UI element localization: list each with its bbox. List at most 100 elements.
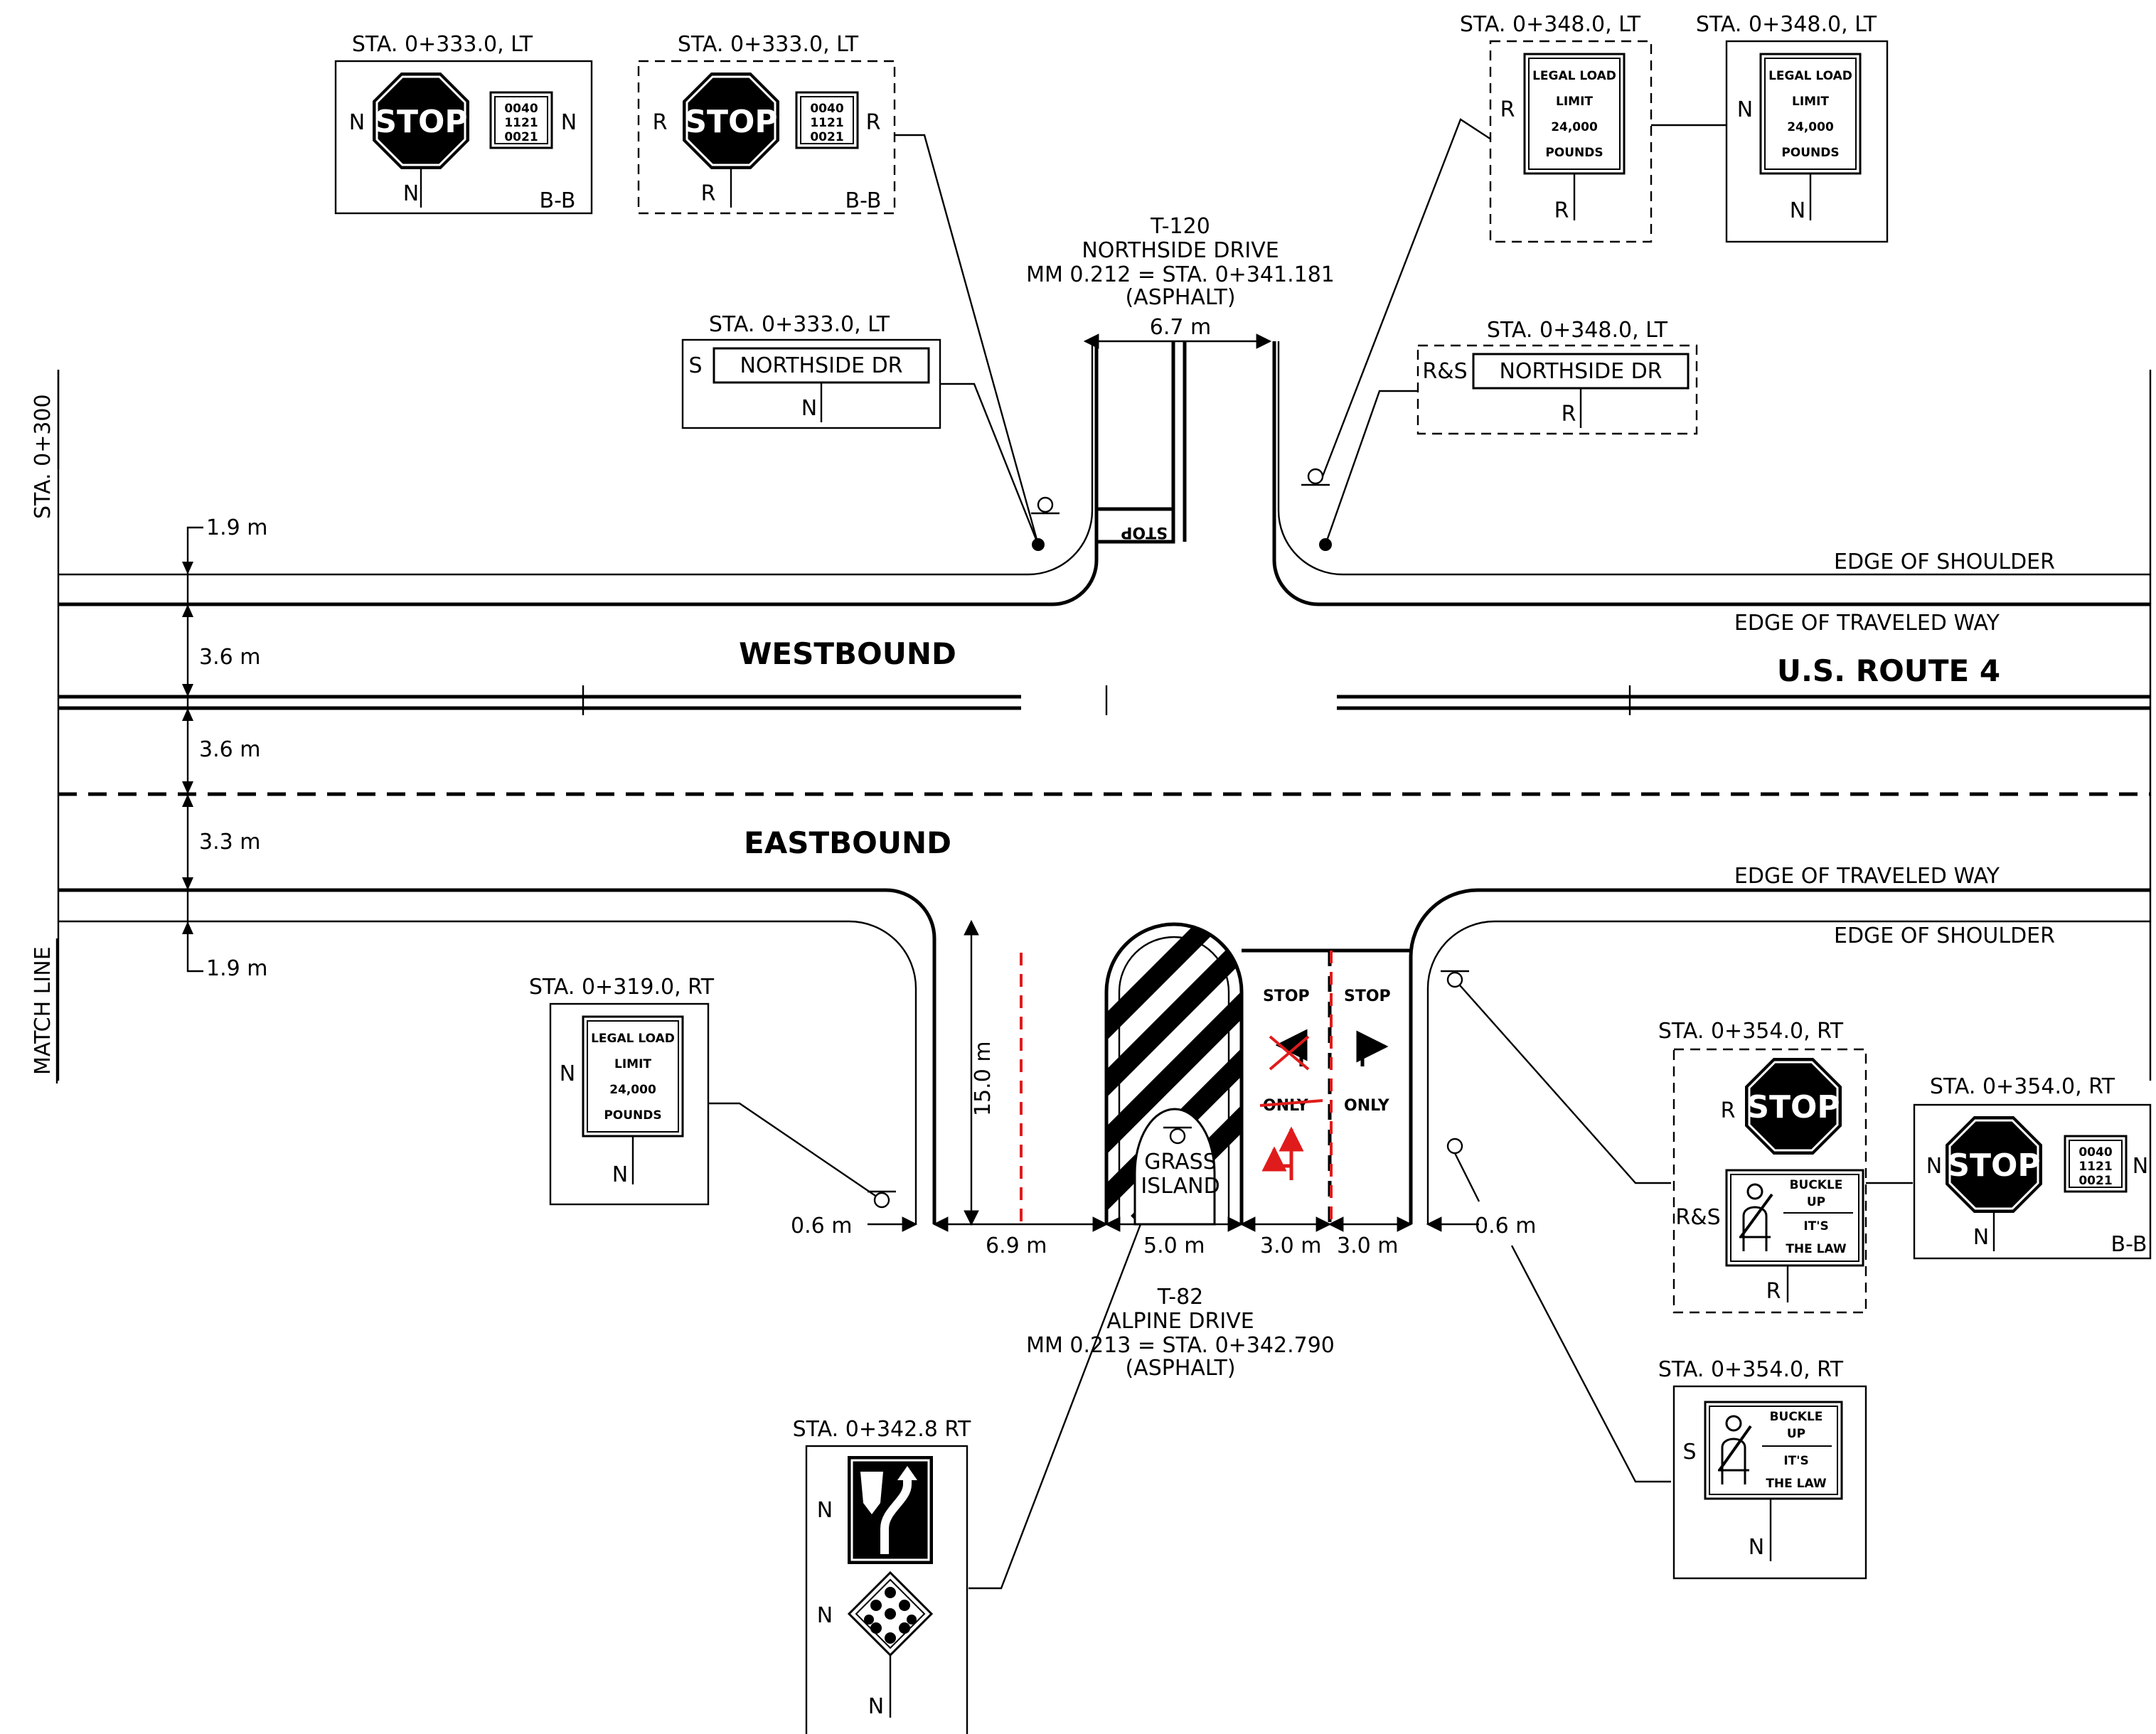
s1-plate-1: 0040 (504, 102, 538, 116)
s5-l3: 24,000 (1787, 120, 1834, 134)
sign-s10: STA. 0+354.0, RT STOP 0040 1121 0021 N N… (1913, 1074, 2152, 1260)
stop-sign-icon (683, 73, 779, 169)
s9-stop: STOP (1746, 1089, 1840, 1125)
s2-code: B-B (845, 188, 882, 213)
sign-s1: STA. 0+333.0, LT STOP 0040 1121 0021 N N… (334, 32, 593, 215)
stop-bar-north (1094, 507, 1175, 544)
north-stop-marking: STOP (1121, 523, 1168, 541)
s3-name: NORTHSIDE DR (740, 353, 902, 378)
s9-left-belt: R&S (1675, 1205, 1720, 1230)
s7-l3: 24,000 (609, 1083, 656, 1097)
north-shoulder-east (1277, 341, 2150, 576)
s5-left: N (1737, 97, 1753, 122)
s11-b1: BUCKLE (1770, 1410, 1823, 1424)
marking-stop-left: STOP (1263, 988, 1310, 1005)
s5-l2: LIMIT (1792, 95, 1829, 109)
grass-island (1133, 1108, 1216, 1226)
s2-plate-3: 0021 (810, 130, 843, 144)
s9-left-stop: R (1721, 1098, 1736, 1123)
edge-shoulder-north: EDGE OF SHOULDER (1834, 550, 2055, 574)
south-traveled-west (58, 888, 936, 1224)
s10-plate-3: 0021 (2078, 1174, 2112, 1188)
sign-s3: STA. 0+333.0, LT NORTHSIDE DR S N (681, 312, 941, 429)
s2-plate-2: 1121 (810, 116, 843, 130)
s5-l4: POUNDS (1781, 146, 1839, 160)
s7-l4: POUNDS (604, 1108, 661, 1123)
north-road-surface: (ASPHALT) (1125, 285, 1235, 310)
s1-post: N (403, 181, 419, 206)
s8-left-2: N (817, 1603, 833, 1628)
s6-name: NORTHSIDE DR (1499, 359, 1662, 384)
south-road-id: T-82 (1157, 1285, 1204, 1310)
dim-south-left: 6.9 m (986, 1233, 1047, 1258)
dimension-column (182, 526, 203, 973)
south-shoulder-east (1426, 920, 2150, 1224)
sign-s11: STA. 0+354.0, RT BUCKLE UP IT'S THE LAW … (1658, 1357, 1867, 1580)
s10-left: N (1926, 1154, 1942, 1179)
s1-stop: STOP (374, 104, 467, 140)
s7-left: N (560, 1061, 575, 1086)
s4-l1: LEGAL LOAD (1532, 69, 1616, 83)
north-road-mm: MM 0.212 = STA. 0+341.181 (1026, 262, 1335, 287)
s3-station: STA. 0+333.0, LT (709, 312, 890, 337)
s5-post: N (1790, 198, 1805, 223)
south-road-mm: MM 0.213 = STA. 0+342.790 (1026, 1333, 1335, 1358)
s9-station: STA. 0+354.0, RT (1658, 1019, 1844, 1044)
roadway: STOP STOP ONLY ONLY (57, 341, 2152, 1226)
stop-sign-icon (373, 73, 469, 169)
s9-b2: UP (1807, 1195, 1825, 1209)
dim-lane-b: 3.0 m (1337, 1233, 1398, 1258)
dim-island: 5.0 m (1143, 1233, 1205, 1258)
edge-shoulder-south: EDGE OF SHOULDER (1834, 924, 2055, 948)
s10-right: N (2133, 1154, 2148, 1179)
s8-left-1: N (817, 1498, 833, 1523)
sign-s7: STA. 0+319.0, RT LEGAL LOAD LIMIT 24,000… (529, 975, 715, 1206)
sign-s4: STA. 0+348.0, LT LEGAL LOAD LIMIT 24,000… (1460, 12, 1653, 243)
eastbound-label: EASTBOUND (744, 825, 951, 860)
s11-b3: IT'S (1783, 1454, 1808, 1468)
s4-l2: LIMIT (1556, 95, 1593, 109)
s2-plate-1: 0040 (810, 102, 843, 116)
s10-plate-2: 1121 (2078, 1160, 2112, 1174)
sign-s9: STA. 0+354.0, RT STOP R BUCKLE UP IT'S T… (1658, 1019, 1867, 1314)
s11-left: S (1682, 1440, 1696, 1465)
s1-left: N (349, 110, 365, 135)
marking-only-right: ONLY (1344, 1097, 1390, 1115)
legal-load-sign-icon (1759, 53, 1862, 175)
s9-b1: BUCKLE (1790, 1178, 1843, 1192)
north-road-id: T-120 (1150, 214, 1210, 239)
stop-sign-icon (1946, 1116, 2042, 1213)
south-road-name: ALPINE DRIVE (1106, 1309, 1254, 1334)
island-label-2: ISLAND (1141, 1174, 1220, 1199)
dim-lane-mid: 3.6 m (199, 737, 260, 762)
s10-stop: STOP (1947, 1147, 2040, 1184)
s3-post: N (801, 396, 817, 421)
s11-post: N (1749, 1535, 1764, 1560)
sign-s2: STA. 0+333.0, LT STOP 0040 1121 0021 R R… (637, 32, 896, 215)
s4-left: R (1500, 97, 1515, 122)
legal-load-sign-icon (1523, 53, 1626, 175)
s7-post: N (612, 1162, 628, 1187)
dim-length: 15.0 m (971, 1041, 996, 1116)
match-line-label: MATCH LINE (31, 946, 55, 1075)
dim-offset-left: 0.6 m (791, 1214, 852, 1238)
s4-l3: 24,000 (1551, 120, 1598, 134)
street-name-sign-icon (1472, 353, 1690, 390)
sign-s5: STA. 0+348.0, LT LEGAL LOAD LIMIT 24,000… (1696, 12, 1889, 243)
s6-station: STA. 0+348.0, LT (1487, 318, 1668, 343)
s8-post: N (868, 1694, 884, 1719)
s9-b3: IT'S (1803, 1219, 1828, 1233)
stop-sign-icon (1745, 1058, 1842, 1155)
left-turn-arrow-icon (1269, 1029, 1310, 1071)
post-icon (868, 468, 1469, 1209)
s1-right: N (561, 110, 577, 135)
s9-post: R (1766, 1279, 1781, 1304)
leaders (707, 118, 1913, 1590)
s10-plate-1: 0040 (2078, 1145, 2112, 1160)
s11-station: STA. 0+354.0, RT (1658, 1357, 1844, 1382)
north-traveled-east (1272, 341, 2150, 606)
s10-code: B-B (2111, 1232, 2147, 1257)
s4-l4: POUNDS (1545, 146, 1603, 160)
s4-station: STA. 0+348.0, LT (1460, 12, 1641, 37)
